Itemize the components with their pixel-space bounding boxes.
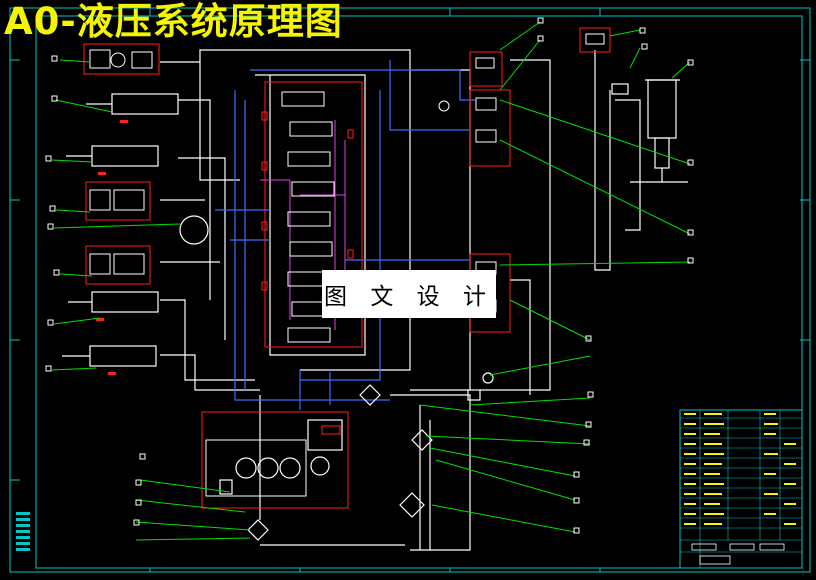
pressure-lines [215,60,475,410]
leader-lines [51,21,691,541]
actuator-assembly [611,79,688,183]
drawing-border [9,7,811,573]
watermark: 图 文 设 计 [322,270,496,318]
title-block [679,409,803,569]
control-valve-bank [261,81,363,348]
drawing-title: A0-液压系统原理图 [4,0,343,43]
right-valve-group [438,27,611,333]
hydraulic-cylinders [62,93,209,367]
cylinder-markers [96,120,128,375]
main-pipelines [160,49,680,551]
pump-station [201,411,349,509]
border-ticks [10,8,810,572]
left-valve-blocks [83,43,160,285]
filters [247,372,494,541]
label-boxes [45,17,694,534]
revision-block [16,512,30,551]
